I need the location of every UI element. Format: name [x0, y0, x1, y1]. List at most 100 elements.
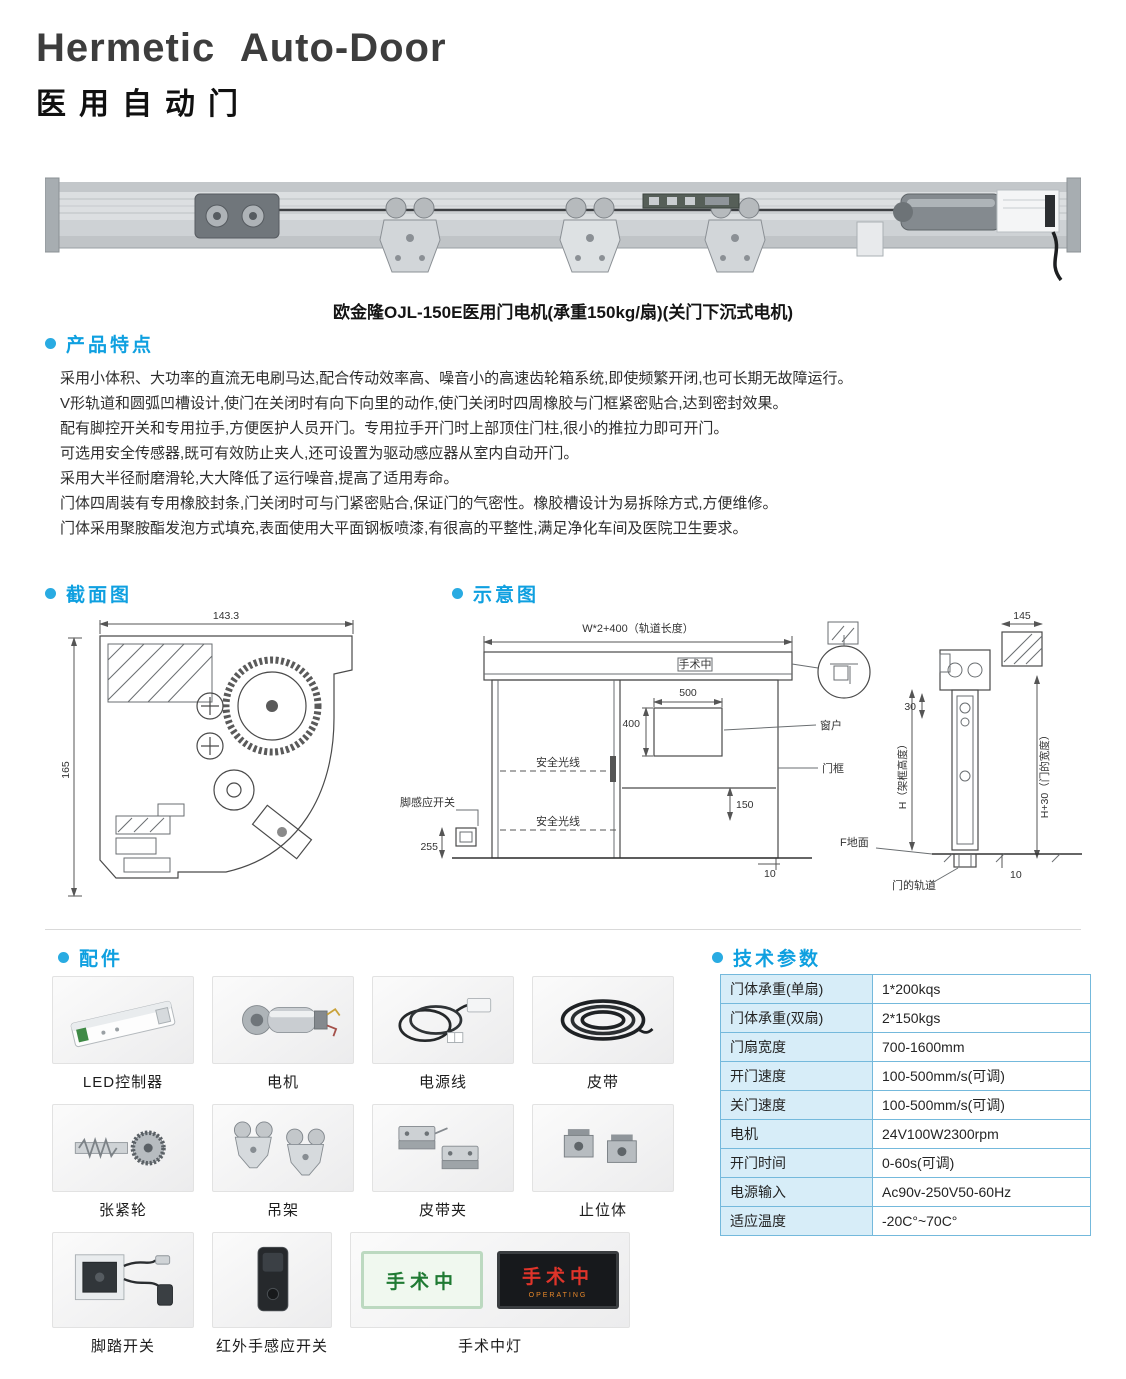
feature-line: 门体四周装有专用橡胶封条,门关闭时可与门紧密贴合,保证门的气密性。橡胶槽设计为易…	[60, 495, 778, 512]
feature-line: 采用大半径耐磨滑轮,大大降低了运行噪音,提高了适用寿命。	[60, 470, 459, 487]
accessory-label: 皮带夹	[418, 1202, 467, 1219]
accessory-item: 电机	[212, 976, 354, 1092]
table-row: 开门速度 100-500mm/s(可调)	[720, 1061, 1091, 1091]
window-height-label: 400	[622, 718, 640, 730]
operating-sign-label: 手术中	[679, 657, 712, 671]
accessory-image	[372, 976, 514, 1064]
accessory-item: 皮带夹	[372, 1104, 514, 1220]
accessories-grid: LED控制器 电机	[52, 976, 692, 1356]
accessory-label: 张紧轮	[98, 1202, 147, 1219]
accessory-image	[212, 976, 354, 1064]
dim-width-label: 143.3	[213, 610, 239, 622]
foot-sensor-height-label: 255	[420, 841, 438, 853]
led-controller-icon	[70, 1000, 176, 1048]
bottom-gap-label: 10	[764, 868, 776, 880]
section-title: 截面图	[66, 585, 133, 606]
accessory-image: 手术中 手术中 OPERATING	[350, 1232, 630, 1328]
accessory-image	[52, 1232, 194, 1328]
feature-line: 可选用安全传感器,既可有效防止夹人,还可设置为驱动感应器从室内自动开门。	[60, 445, 579, 462]
gear	[222, 656, 322, 756]
roller	[213, 769, 255, 811]
accessory-item: 张紧轮	[52, 1104, 194, 1220]
section-schematic: 示意图	[452, 580, 539, 607]
spec-label: 门扇宽度	[720, 1032, 873, 1062]
product-caption: 欧金隆OJL-150E医用门电机(承重150kg/扇)(关门下沉式电机)	[333, 303, 793, 322]
track-length-label: W*2+400（轨道长度）	[582, 621, 694, 635]
screw	[196, 732, 224, 760]
accessory-label: 皮带	[586, 1074, 619, 1091]
section-bullet-icon	[45, 588, 56, 599]
door-operator-photo-svg	[44, 177, 1082, 282]
accessory-image	[532, 1104, 674, 1192]
belt-clip-icon	[398, 1125, 479, 1170]
accessory-label: 止位体	[578, 1202, 627, 1219]
accessory-label: 吊架	[266, 1202, 299, 1219]
accessory-item: 红外手感应开关	[212, 1232, 332, 1356]
table-row: 门体承重(双扇) 2*150kgs	[720, 1003, 1091, 1033]
table-row: 电源输入 Ac90v-250V50-60Hz	[720, 1177, 1091, 1207]
spec-value: 700-1600mm	[872, 1032, 1091, 1062]
vertical-section: 145 30 H（架框高度） H+30（门的宽度） F地面	[840, 610, 1082, 892]
control-board	[642, 193, 740, 209]
table-row: 开门时间 0-60s(可调)	[720, 1148, 1091, 1178]
motor-icon	[242, 1005, 341, 1037]
accessory-label: 手术中灯	[457, 1338, 522, 1355]
specs-table-wrap: 门体承重(单扇) 1*200kqs 门体承重(双扇) 2*150kgs 门扇宽度…	[720, 974, 1091, 1236]
tensioner-icon	[74, 1130, 166, 1166]
accessory-item: 手术中 手术中 OPERATING 手术中灯	[350, 1232, 630, 1356]
specs-table: 门体承重(单扇) 1*200kqs 门体承重(双扇) 2*150kgs 门扇宽度…	[720, 974, 1091, 1236]
frame-height-label: H（架框高度）	[896, 739, 909, 810]
foot-switch-label: 脚感应开关	[400, 795, 455, 809]
floor-label: F地面	[840, 836, 869, 849]
mounting-plate	[856, 221, 884, 257]
table-row: 关门速度 100-500mm/s(可调)	[720, 1090, 1091, 1120]
feature-line: V形轨道和圆弧凹槽设计,使门在关闭时有向下向里的动作,使门关闭时四周橡胶与门框紧…	[60, 395, 788, 412]
spec-label: 门体承重(单扇)	[720, 974, 873, 1004]
accessory-image	[532, 976, 674, 1064]
spec-value: 2*150kgs	[872, 1003, 1091, 1033]
window-width-label: 500	[679, 687, 697, 699]
spec-label: 电源输入	[720, 1177, 873, 1207]
pulley-assembly	[194, 193, 280, 239]
safety-beam-label: 安全光线	[536, 755, 580, 769]
section-title: 示意图	[473, 585, 540, 606]
feature-list: 采用小体积、大功率的直流无电刷马达,配合传动效率高、噪音小的高速齿轮箱系统,即使…	[60, 366, 1075, 541]
feature-line: 门体采用聚胺酯发泡方式填充,表面使用大平面钢板喷漆,有很高的平整性,满足净化车间…	[60, 520, 748, 537]
accessory-item: 脚踏开关	[52, 1232, 194, 1356]
accessory-image	[372, 1104, 514, 1192]
section-title: 配件	[79, 949, 124, 970]
safety-beam-label: 安全光线	[536, 814, 580, 828]
right-gap-label: 10	[1010, 869, 1022, 881]
section-title: 技术参数	[733, 949, 822, 970]
surgery-sign-text: 手术中	[521, 1266, 594, 1288]
spec-label: 电机	[720, 1119, 873, 1149]
spec-value: 1*200kqs	[872, 974, 1091, 1004]
spec-value: -20C°~70C°	[872, 1206, 1091, 1236]
spec-label: 适应温度	[720, 1206, 873, 1236]
accessory-label: 脚踏开关	[90, 1338, 155, 1355]
window-label: 窗户	[820, 718, 842, 732]
section-bullet-icon	[712, 952, 723, 963]
hanger-bracket	[379, 197, 441, 273]
spec-value: 24V100W2300rpm	[872, 1119, 1091, 1149]
section-title: 产品特点	[66, 335, 155, 356]
accessory-item: 止位体	[532, 1104, 674, 1220]
accessories-row: 张紧轮	[52, 1104, 692, 1220]
door-height-label: H+30（门的宽度）	[1038, 730, 1051, 818]
section-features: 产品特点	[45, 330, 154, 357]
table-row: 门扇宽度 700-1600mm	[720, 1032, 1091, 1062]
accessory-label: 红外手感应开关	[215, 1338, 328, 1355]
feature-line: 采用小体积、大功率的直流无电刷马达,配合传动效率高、噪音小的高速齿轮箱系统,即使…	[60, 370, 853, 387]
spec-label: 关门速度	[720, 1090, 873, 1120]
surgery-sign-text: 手术中	[385, 1271, 458, 1293]
accessories-row: LED控制器 电机	[52, 976, 692, 1092]
door-operator-photo	[44, 168, 1082, 291]
wall-dim-label: 145	[1013, 610, 1031, 622]
accessory-image	[52, 976, 194, 1064]
spec-value: 0-60s(可调)	[872, 1148, 1091, 1178]
divider	[45, 929, 1081, 930]
section-cross-section: 截面图	[45, 580, 132, 607]
power-cord	[1051, 231, 1063, 282]
feature-line: 配有脚控开关和专用拉手,方便医护人员开门。专用拉手开门时上部顶住门柱,很小的推拉…	[60, 420, 729, 437]
